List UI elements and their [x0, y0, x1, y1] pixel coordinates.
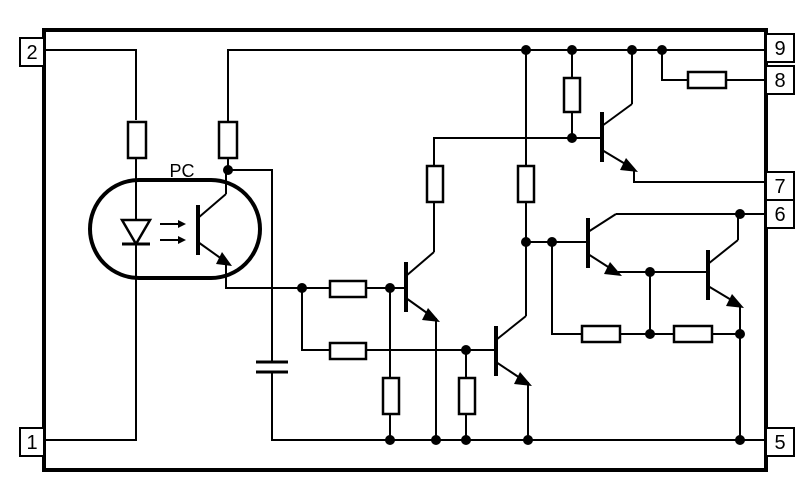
- pin-8-label: 8: [774, 70, 785, 92]
- pin-7: 7: [765, 171, 795, 201]
- photocoupler-capsule: [88, 178, 262, 280]
- resistor-q3-bias: [562, 76, 582, 114]
- resistor-q1-bias: [381, 376, 401, 416]
- pin-1-label: 1: [26, 432, 37, 454]
- pin-9: 9: [765, 33, 795, 63]
- pin-5-label: 5: [774, 432, 785, 454]
- pin-6-label: 6: [774, 204, 785, 226]
- resistor-q4-base: [580, 324, 622, 344]
- pin-5: 5: [765, 427, 795, 457]
- resistor-q5-base: [672, 324, 714, 344]
- wire-bottom-rail: [271, 372, 740, 441]
- resistor-q2-collector: [516, 164, 536, 204]
- transistor-q2-icon: [494, 315, 532, 386]
- capacitor-icon: [256, 360, 288, 374]
- pin-9-label: 9: [774, 38, 785, 60]
- transistor-q1-icon: [404, 251, 440, 322]
- transistor-q3-icon: [600, 103, 638, 172]
- pin-6: 6: [765, 199, 795, 229]
- phototransistor-icon: [196, 193, 232, 266]
- transistor-q5-icon: [706, 239, 744, 308]
- pin-7-label: 7: [774, 176, 785, 198]
- resistor-q2-bias: [457, 376, 477, 416]
- pin-2-label: 2: [26, 42, 37, 64]
- wire-top-rail: [227, 49, 766, 122]
- wire-led-pin1: [44, 158, 137, 441]
- pin-1: 1: [19, 427, 45, 457]
- package-outline: [42, 28, 768, 472]
- resistor-q2-base: [328, 341, 368, 361]
- photocoupler-label: PC: [169, 161, 194, 181]
- resistor-pc-collector: [217, 120, 239, 160]
- resistor-pin8: [686, 70, 728, 90]
- pin-8: 8: [765, 65, 795, 95]
- led-icon: [119, 218, 153, 247]
- pin-2: 2: [19, 37, 45, 67]
- light-arrows-icon: [160, 220, 186, 244]
- wire-pin2: [44, 49, 137, 120]
- resistor-q1-collector: [425, 164, 445, 204]
- transistor-q4-icon: [586, 213, 622, 276]
- wire-capacitor-top: [228, 169, 273, 362]
- resistor-led: [126, 120, 148, 160]
- resistor-q1-base: [328, 279, 368, 299]
